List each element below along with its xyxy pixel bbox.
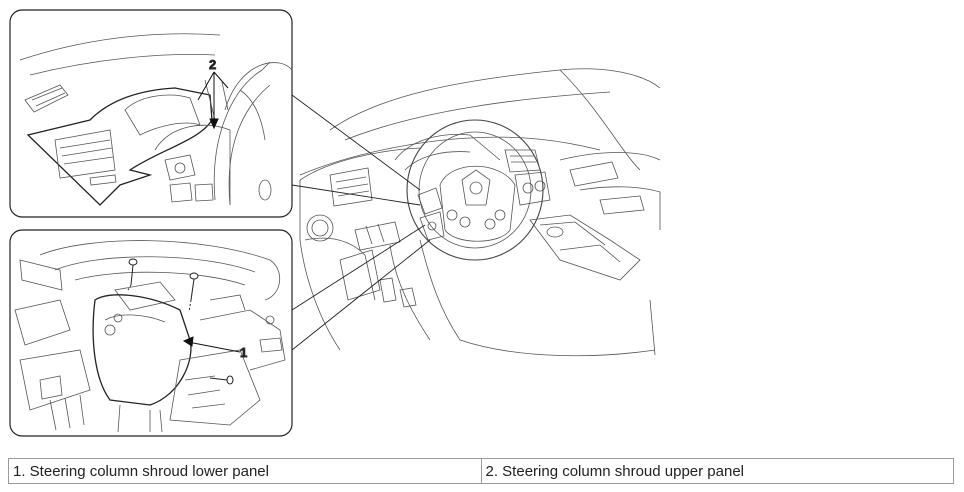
main-dashboard-illustration <box>299 68 661 357</box>
screw-icon <box>127 258 138 291</box>
callout-label-2: 2 <box>209 57 216 72</box>
callout-label-1: 1 <box>240 345 247 360</box>
detail-leader-lines <box>291 94 431 351</box>
legend-item-upper-panel: 2. Steering column shroud upper panel <box>480 458 954 484</box>
screw-icon <box>188 272 199 313</box>
legend-item-lower-panel: 1. Steering column shroud lower panel <box>8 458 482 484</box>
legend-table: 1. Steering column shroud lower panel 2.… <box>8 458 954 484</box>
legend-row: 1. Steering column shroud lower panel 2.… <box>8 458 954 484</box>
steering-column-shroud-diagram: 2 <box>9 9 661 437</box>
lower-detail-view: 1 <box>9 229 293 437</box>
screw-icon <box>209 375 234 385</box>
upper-detail-view: 2 <box>9 9 293 218</box>
